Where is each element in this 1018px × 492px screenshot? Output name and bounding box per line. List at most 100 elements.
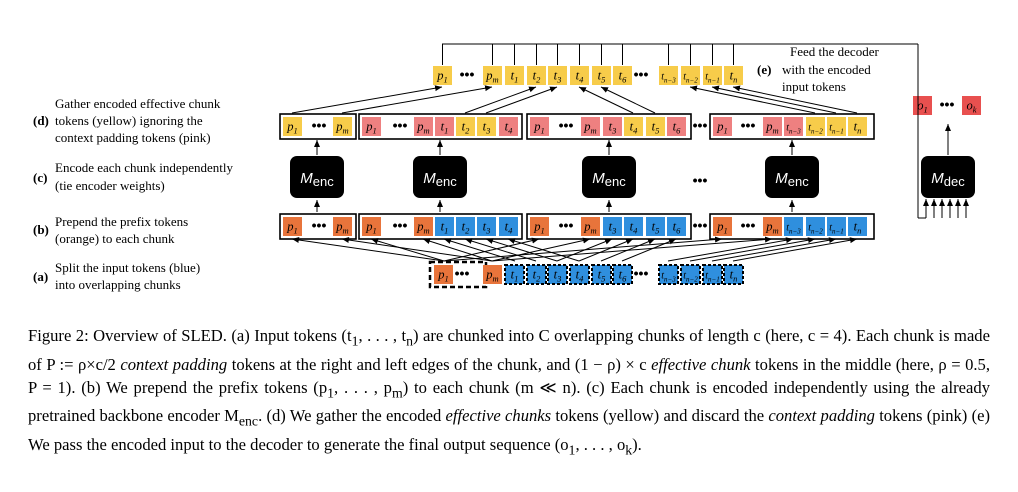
input-token-pm: pm bbox=[483, 265, 502, 284]
connector-line bbox=[341, 85, 493, 114]
caption-part: enc bbox=[238, 413, 259, 429]
token-label: pm bbox=[765, 120, 778, 136]
token-tn-2: tn−2 bbox=[806, 217, 825, 236]
token-label: t2 bbox=[462, 120, 470, 136]
chunk-arrow bbox=[711, 237, 837, 262]
input-token-tn3: tn−3 bbox=[658, 264, 679, 285]
encoder-2: Menc bbox=[413, 156, 467, 198]
token-t3: t3 bbox=[603, 217, 622, 236]
ellipsis: ••• bbox=[741, 117, 756, 133]
token-tn-3: tn−3 bbox=[784, 217, 803, 236]
chunk-arrow bbox=[556, 238, 613, 262]
connector-line bbox=[732, 85, 858, 114]
encoder-4-label: Menc bbox=[775, 170, 809, 189]
caption-part: ) to each chunk (m ≪ n). (c) Each chunk … bbox=[28, 377, 990, 426]
token-label: tn−2 bbox=[808, 123, 823, 136]
token-label: tn bbox=[730, 268, 738, 284]
token-label: t4 bbox=[630, 120, 638, 136]
step-a-letter: (a) bbox=[33, 269, 48, 284]
token-label: tn bbox=[730, 69, 738, 85]
token-label: t1 bbox=[511, 69, 519, 85]
caption-part: . (d) We gather the encoded bbox=[258, 406, 446, 426]
step-d-label: (d) Gather encoded effective chunk token… bbox=[33, 96, 221, 145]
encoder-3-label: Menc bbox=[592, 170, 626, 189]
token-p1: p1 bbox=[530, 117, 549, 136]
token-label: t4 bbox=[630, 220, 638, 236]
token-pm: pm bbox=[333, 117, 352, 136]
token-p1: p1 bbox=[713, 217, 732, 236]
step-e-letter: (e) bbox=[757, 62, 771, 77]
top-token-t1: t1 bbox=[505, 66, 524, 85]
prefix-arrow bbox=[341, 237, 493, 262]
connection-layer bbox=[291, 43, 969, 262]
input-token-tn1: tn−1 bbox=[702, 264, 723, 285]
token-label: t6 bbox=[673, 220, 681, 236]
top-token-tn1: tn−1 bbox=[703, 66, 722, 85]
ellipsis: ••• bbox=[312, 117, 327, 133]
chunk-arrow bbox=[600, 238, 656, 262]
token-label: pm bbox=[583, 220, 596, 236]
top-ellipsis-1: ••• bbox=[460, 66, 475, 82]
token-pm: pm bbox=[581, 117, 600, 136]
token-label: t5 bbox=[598, 268, 606, 284]
token-label: p1 bbox=[436, 69, 448, 85]
step-e-line2: with the encoded bbox=[782, 62, 871, 77]
input-token-t6: t6 bbox=[612, 264, 633, 285]
token-t3: t3 bbox=[603, 117, 622, 136]
output-ellipsis: ••• bbox=[940, 96, 955, 112]
token-p1: p1 bbox=[362, 117, 381, 136]
token-t6: t6 bbox=[667, 117, 686, 136]
step-e-line1: Feed the decoder bbox=[790, 44, 879, 59]
encoder-4: Menc bbox=[765, 156, 819, 198]
token-t4: t4 bbox=[624, 117, 643, 136]
caption-part: , . . . , o bbox=[575, 434, 626, 454]
token-label: t1 bbox=[441, 220, 449, 236]
token-pm: pm bbox=[763, 217, 782, 236]
token-label: tn−3 bbox=[786, 223, 801, 236]
caption-emph: context padding bbox=[120, 354, 228, 374]
input-token-t3: t3 bbox=[547, 264, 568, 285]
token-label: pm bbox=[765, 220, 778, 236]
chunk-arrow bbox=[443, 238, 516, 262]
input-token-t2: t2 bbox=[526, 264, 547, 285]
step-d-letter: (d) bbox=[33, 113, 49, 128]
step-d-line2: tokens (yellow) ignoring the bbox=[55, 113, 203, 128]
token-label: tn−1 bbox=[705, 271, 720, 284]
token-label: t3 bbox=[554, 268, 562, 284]
step-e-line3: input tokens bbox=[782, 79, 846, 94]
token-label: t2 bbox=[533, 69, 541, 85]
top-token-tn2: tn−2 bbox=[681, 66, 700, 85]
token-label: t5 bbox=[652, 220, 660, 236]
decoder: Mdec bbox=[921, 156, 975, 198]
token-tn: tn bbox=[848, 117, 867, 136]
top-token-p1: p1 bbox=[433, 66, 452, 85]
step-a-line2: into overlapping chunks bbox=[55, 277, 181, 292]
top-token-t6: t6 bbox=[613, 66, 632, 85]
token-tn-3: tn−3 bbox=[784, 117, 803, 136]
ellipsis: ••• bbox=[455, 265, 470, 281]
prefix-arrow bbox=[443, 236, 723, 262]
token-label: t2 bbox=[533, 268, 541, 284]
token-pm: pm bbox=[333, 217, 352, 236]
token-label: p1 bbox=[437, 268, 449, 284]
token-label: t2 bbox=[462, 220, 470, 236]
top-token-t2: t2 bbox=[527, 66, 546, 85]
caption-emph: context padding bbox=[768, 406, 875, 426]
encoder-2-label: Menc bbox=[423, 170, 457, 189]
token-label: t4 bbox=[576, 69, 584, 85]
top-token-t4: t4 bbox=[570, 66, 589, 85]
token-label: t3 bbox=[483, 120, 491, 136]
step-c-letter: (c) bbox=[33, 170, 47, 185]
step-c-label: (c) Encode each chunk independently (tie… bbox=[33, 160, 233, 193]
token-label: p1 bbox=[716, 220, 728, 236]
caption-part: tokens (yellow) and discard the bbox=[551, 406, 769, 426]
token-label: t5 bbox=[598, 69, 606, 85]
token-p1: p1 bbox=[530, 217, 549, 236]
caption-part: tokens in the middle (here, ρ = 0.5, P =… bbox=[28, 354, 990, 397]
token-label: p1 bbox=[533, 120, 545, 136]
decoder-label: Mdec bbox=[931, 170, 965, 189]
ellipsis: ••• bbox=[393, 117, 408, 133]
token-label: pm bbox=[416, 120, 429, 136]
caption-emph: effective chunk bbox=[651, 354, 751, 374]
token-label: t5 bbox=[652, 120, 660, 136]
